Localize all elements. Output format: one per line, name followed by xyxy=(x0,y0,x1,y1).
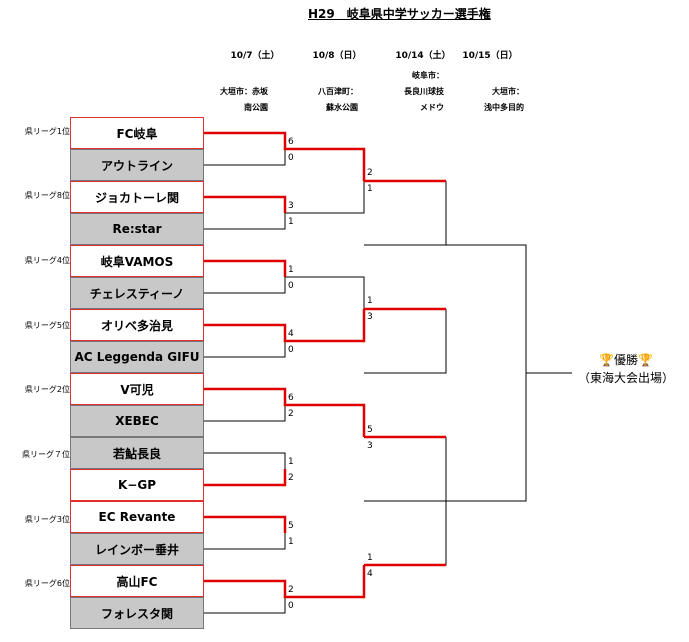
venue-round2: 八百津町： 蘇水公園 xyxy=(318,87,358,112)
date-semifinal: 10/14（土） xyxy=(395,51,451,61)
team-cell-loser: 若鮎長良 xyxy=(70,437,204,469)
page-title: H29 岐阜県中学サッカー選手権 xyxy=(308,7,491,21)
score-r1: 0 xyxy=(288,153,294,163)
team-cell-loser: Re:star xyxy=(70,213,204,245)
score-r1: 6 xyxy=(288,137,294,147)
team-cell-loser: XEBEC xyxy=(70,405,204,437)
team-cell-winner: 高山FC xyxy=(70,565,204,597)
team-cell-winner: ジョカトーレ関 xyxy=(70,181,204,213)
score-r1: 1 xyxy=(288,265,294,275)
team-cell-winner: オリベ多治見 xyxy=(70,309,204,341)
team-cell-winner: 岐阜VAMOS xyxy=(70,245,204,277)
score-r2: 5 xyxy=(367,425,373,435)
score-r1: 0 xyxy=(288,281,294,291)
date-round1: 10/7（土） xyxy=(230,51,280,61)
team-cell-winner: EC Revante xyxy=(70,501,204,533)
team-cell-winner: K−GP xyxy=(70,469,204,501)
seed-label: 県リーグ8位 xyxy=(24,191,70,200)
score-r2: 4 xyxy=(367,569,373,579)
trophy-icon: 🏆 xyxy=(638,353,653,367)
winner-label: 🏆優勝🏆 （東海大会出場） xyxy=(572,351,680,387)
score-r1: 0 xyxy=(288,345,294,355)
score-r1: 2 xyxy=(288,409,294,419)
venue-final: 大垣市： 浅中多目的 xyxy=(484,87,524,112)
team-cell-winner: V可児 xyxy=(70,373,204,405)
seed-label: 県リーグ5位 xyxy=(24,321,70,330)
score-r1: 4 xyxy=(288,329,294,339)
score-r2: 3 xyxy=(367,441,373,451)
score-r1: 2 xyxy=(288,585,294,595)
team-cell-loser: チェレスティーノ xyxy=(70,277,204,309)
trophy-icon: 🏆 xyxy=(599,353,614,367)
score-r2: 1 xyxy=(367,553,373,563)
seed-label: 県リーグ７位 xyxy=(22,450,70,459)
team-cell-loser: AC Leggenda GIFU xyxy=(70,341,204,373)
score-r1: 3 xyxy=(288,201,294,211)
seed-label: 県リーグ3位 xyxy=(24,515,70,524)
winner-title: 優勝 xyxy=(613,353,638,367)
team-cell-loser: アウトライン xyxy=(70,149,204,181)
score-r1: 0 xyxy=(288,601,294,611)
team-cell-winner: FC岐阜 xyxy=(70,117,204,149)
winner-note: （東海大会出場） xyxy=(577,371,674,385)
date-round2: 10/8（日） xyxy=(312,51,362,61)
score-r1: 5 xyxy=(288,521,294,531)
score-r1: 1 xyxy=(288,457,294,467)
score-r1: 6 xyxy=(288,393,294,403)
seed-label: 県リーグ6位 xyxy=(24,579,70,588)
score-r1: 1 xyxy=(288,217,294,227)
team-cell-loser: レインボー垂井 xyxy=(70,533,204,565)
score-r2: 2 xyxy=(367,168,373,178)
score-r2: 1 xyxy=(367,184,373,194)
date-final: 10/15（日） xyxy=(462,51,518,61)
venue-semifinal: 岐阜市： 長良川球技 メドウ xyxy=(404,71,444,112)
score-r2: 3 xyxy=(367,312,373,322)
score-r1: 2 xyxy=(288,473,294,483)
venue-round1: 大垣市：赤坂 南公園 xyxy=(220,87,268,112)
score-r2: 1 xyxy=(367,296,373,306)
seed-label: 県リーグ4位 xyxy=(24,256,70,265)
score-r1: 1 xyxy=(288,537,294,547)
seed-label: 県リーグ1位 xyxy=(24,127,70,136)
seed-label: 県リーグ2位 xyxy=(24,385,70,394)
team-cell-loser: フォレスタ関 xyxy=(70,597,204,629)
